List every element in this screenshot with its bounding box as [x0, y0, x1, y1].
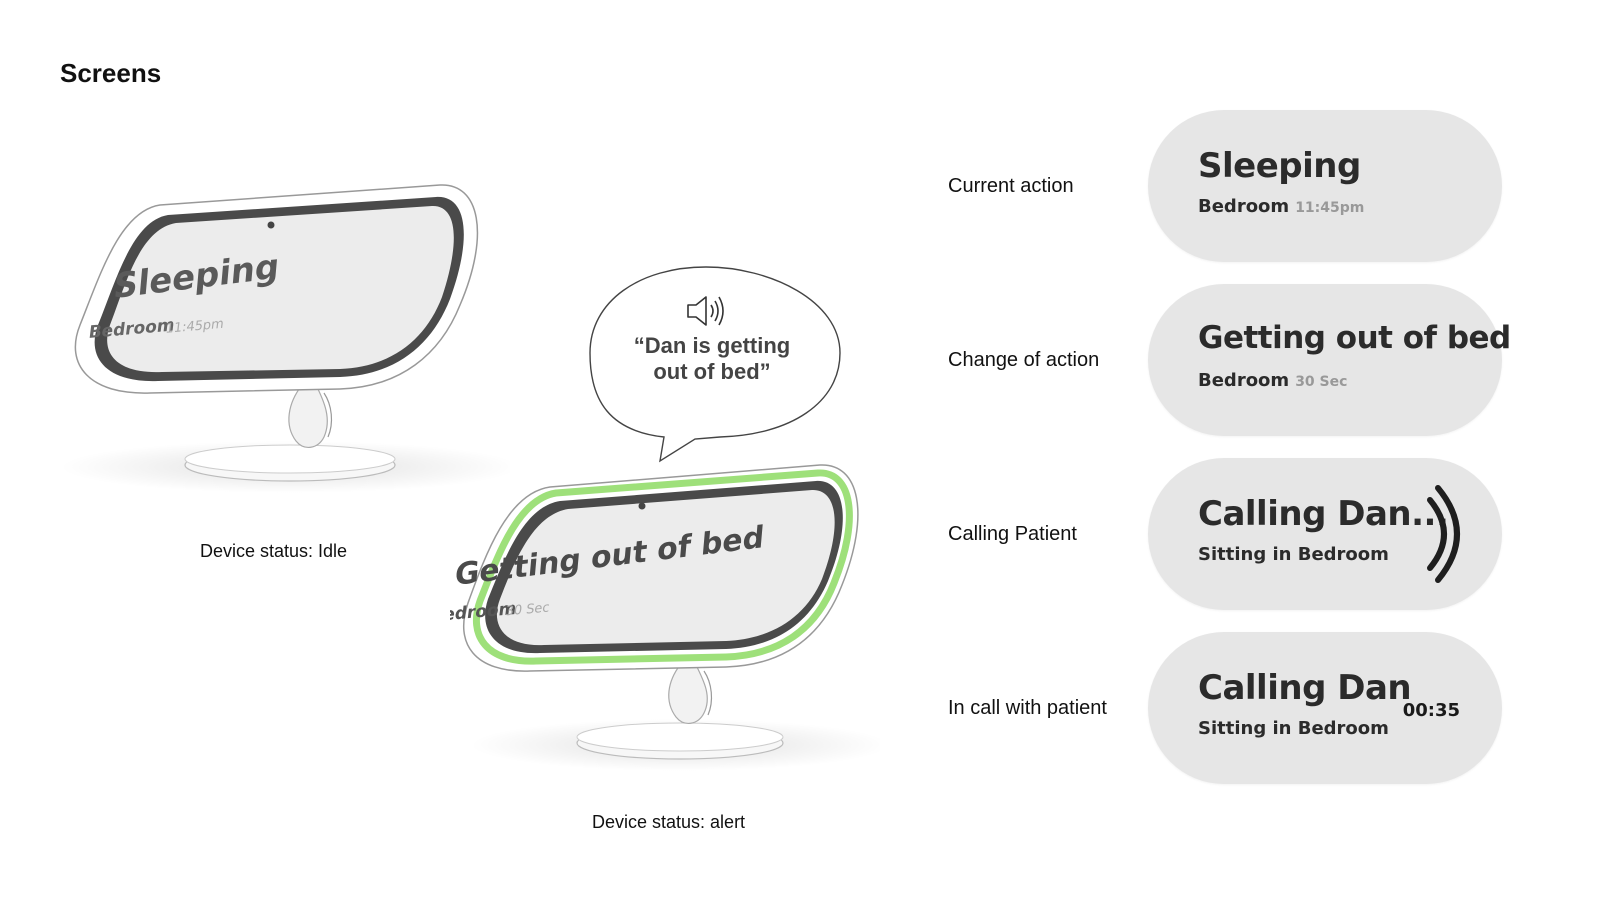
device-screen: [107, 205, 454, 373]
state-label-change-of-action: Change of action: [948, 349, 1100, 371]
state-sub-text: Bedroom 11:45pm: [1198, 196, 1364, 217]
speech-bubble: [589, 266, 841, 463]
state-time: 11:45pm: [1295, 200, 1365, 216]
state-label-in-call: In call with patient: [948, 697, 1107, 719]
state-main-text: Calling Dan: [1198, 668, 1412, 708]
device-idle-screen-time: 11:45pm: [165, 317, 225, 337]
speech-line-1: “Dan is getting: [634, 333, 790, 358]
state-pill-current-action: Sleeping Bedroom 11:45pm: [1148, 110, 1502, 262]
device-neck: [668, 664, 708, 724]
state-main-text: Calling Dan...: [1198, 494, 1449, 534]
device-alert-illustration: “Dan is getting out of bed” Getting out …: [450, 266, 880, 771]
state-pill-calling-patient: Calling Dan... Sitting in Bedroom: [1148, 458, 1502, 610]
state-location: Bedroom: [1198, 196, 1290, 217]
state-time: 30 Sec: [1295, 374, 1348, 390]
call-timer: 00:35: [1402, 700, 1460, 721]
state-location: Bedroom: [1198, 370, 1290, 391]
state-sub-text: Sitting in Bedroom: [1198, 718, 1389, 739]
device-idle-caption: Device status: Idle: [200, 541, 348, 561]
device-alert-screen-time: 30 Sec: [505, 600, 551, 619]
device-camera: [638, 502, 646, 510]
device-base-top: [184, 444, 396, 474]
state-sub-text: Bedroom 30 Sec: [1198, 370, 1347, 391]
page-title: Screens: [60, 58, 162, 88]
speech-line-2: out of bed”: [653, 359, 770, 384]
device-idle-illustration: Sleeping Bedroom 11:45pm: [60, 184, 510, 493]
speaker-icon: [687, 296, 724, 326]
state-main-text: Sleeping: [1198, 146, 1361, 186]
device-screen: [496, 489, 835, 646]
device-base-top: [576, 722, 784, 752]
device-camera: [267, 221, 275, 229]
state-label-calling-patient: Calling Patient: [948, 523, 1077, 545]
state-pill-in-call: Calling Dan Sitting in Bedroom 00:35: [1148, 632, 1502, 784]
state-sub-text: Sitting in Bedroom: [1198, 544, 1389, 565]
state-pill-change-of-action: Getting out of bed Bedroom 30 Sec: [1148, 284, 1511, 436]
device-alert-caption: Device status: alert: [592, 812, 746, 832]
alert-glow-ring: [472, 469, 853, 665]
device-neck: [288, 384, 328, 448]
state-main-text: Getting out of bed: [1198, 320, 1511, 356]
state-label-current-action: Current action: [948, 175, 1074, 197]
call-waves-icon: [1427, 485, 1460, 583]
